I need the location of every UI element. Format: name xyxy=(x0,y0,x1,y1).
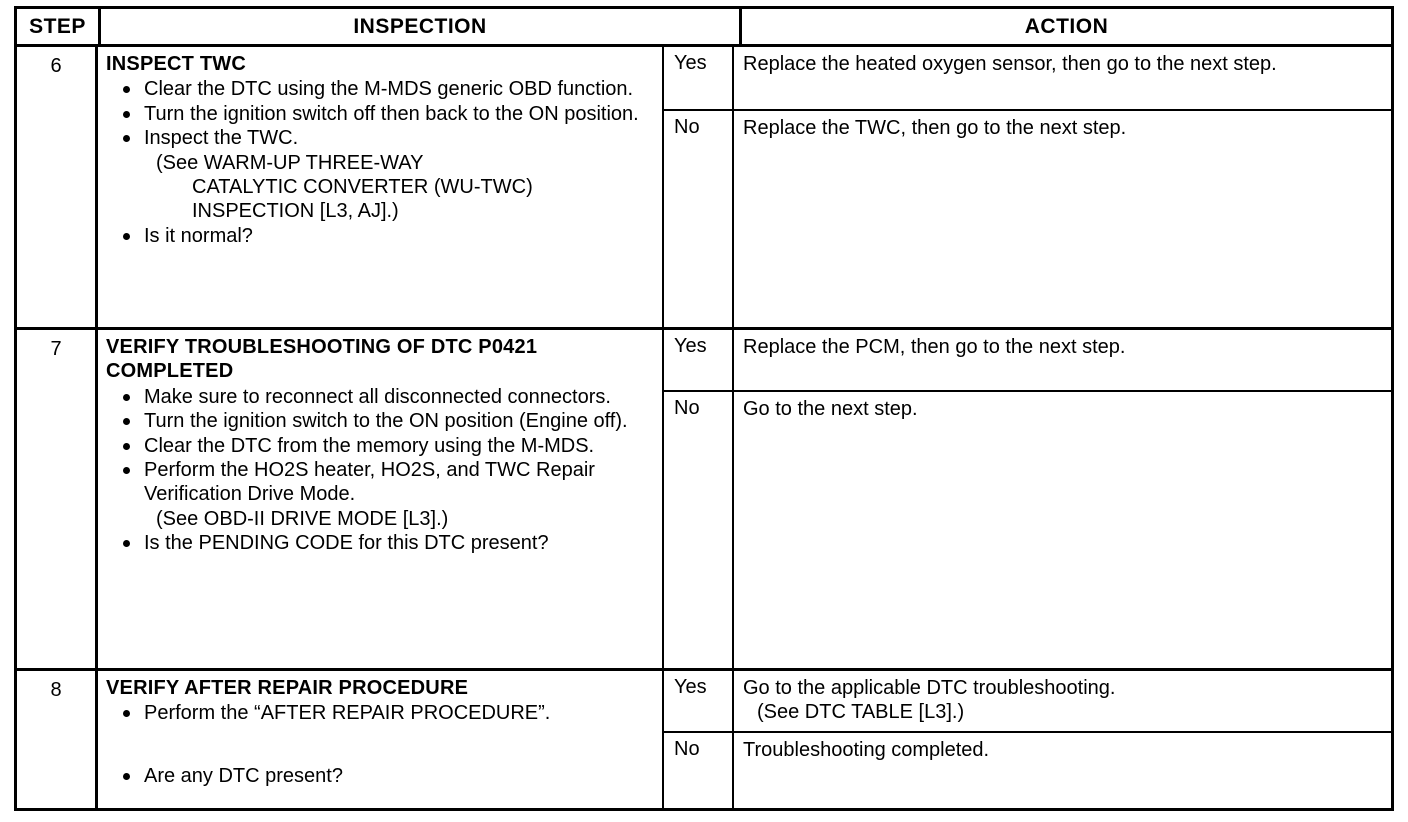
list-item-text: Inspect the TWC. xyxy=(144,127,299,150)
list-item-text: Clear the DTC using the M-MDS generic OB… xyxy=(144,78,634,101)
list-item-reference-line-1: (See OBD-II DRIVE MODE [L3].) xyxy=(156,507,449,530)
list-item-text: Perform the “AFTER REPAIR PROCEDURE”. xyxy=(144,702,551,725)
cell-step-number: 7 xyxy=(17,330,98,668)
list-item: Turn the ignition switch off then back t… xyxy=(106,102,656,126)
inspection-title: VERIFY TROUBLESHOOTING OF DTC P0421 COMP… xyxy=(106,336,538,383)
answer-block-yes: Yes Replace the heated oxygen sensor, th… xyxy=(664,47,1391,111)
list-item-reference-line-2: CATALYTIC CONVERTER (WU-TWC) xyxy=(192,175,533,198)
answer-label: Yes xyxy=(664,671,734,731)
cell-inspection: VERIFY AFTER REPAIR PROCEDURE Perform th… xyxy=(98,671,664,808)
header-label-inspection: INSPECTION xyxy=(353,15,487,38)
list-item-reference-line-1: (See WARM-UP THREE-WAY xyxy=(156,151,424,174)
header-cell-inspection: INSPECTION xyxy=(101,9,742,44)
table-body: 6 INSPECT TWC Clear the DTC using the M-… xyxy=(17,47,1391,808)
list-item: Perform the HO2S heater, HO2S, and TWC R… xyxy=(106,458,656,531)
list-item-text: Turn the ignition switch off then back t… xyxy=(144,102,639,125)
header-cell-action: ACTION xyxy=(742,9,1391,44)
inspection-title: INSPECT TWC xyxy=(106,53,246,75)
table-row: 6 INSPECT TWC Clear the DTC using the M-… xyxy=(17,47,1391,330)
step-number: 8 xyxy=(50,679,62,701)
answer-block-no: No Replace the TWC, then go to the next … xyxy=(664,111,1391,327)
list-item-text: Turn the ignition switch to the ON posit… xyxy=(144,410,628,433)
bullet-icon xyxy=(123,393,130,401)
cell-inspection: INSPECT TWC Clear the DTC using the M-MD… xyxy=(98,47,664,327)
bullet-icon xyxy=(123,442,130,450)
answer-text: Go to the next step. xyxy=(743,398,918,420)
table-row: 8 VERIFY AFTER REPAIR PROCEDURE Perform … xyxy=(17,671,1391,808)
bullet-icon xyxy=(123,86,130,94)
answer-label: Yes xyxy=(664,330,734,390)
list-item-text: Clear the DTC from the memory using the … xyxy=(144,434,595,457)
list-item-text: Is it normal? xyxy=(144,224,253,247)
bullet-icon xyxy=(123,110,130,118)
list-item-reference-line-3: INSPECTION [L3, AJ].) xyxy=(192,200,399,223)
list-item-text: Perform the HO2S heater, HO2S, and TWC R… xyxy=(144,458,595,506)
cell-action: Yes Replace the heated oxygen sensor, th… xyxy=(664,47,1391,327)
answer-text-reference: (See DTC TABLE [L3].) xyxy=(757,701,965,723)
answer-text: Go to the applicable DTC troubleshooting… xyxy=(734,671,1391,731)
list-item: Clear the DTC using the M-MDS generic OB… xyxy=(106,77,656,101)
list-item: Clear the DTC from the memory using the … xyxy=(106,434,656,458)
header-cell-step: STEP xyxy=(17,9,101,44)
answer-label: No xyxy=(664,392,734,668)
bullet-icon xyxy=(123,540,130,548)
inspection-bullet-list: Make sure to reconnect all disconnected … xyxy=(106,385,656,556)
step-number: 7 xyxy=(50,338,62,360)
header-label-step: STEP xyxy=(29,15,86,38)
answer-text: Replace the TWC, then go to the next ste… xyxy=(743,117,1127,139)
bullet-icon xyxy=(123,232,130,240)
list-item-text: Are any DTC present? xyxy=(144,764,343,787)
list-item: Inspect the TWC. (See WARM-UP THREE-WAY … xyxy=(106,126,656,224)
list-item: Is it normal? xyxy=(106,224,656,248)
troubleshooting-table: STEP INSPECTION ACTION 6 INSPECT TWC xyxy=(14,6,1394,811)
list-item-text: Make sure to reconnect all disconnected … xyxy=(144,385,611,408)
cell-action: Yes Go to the applicable DTC troubleshoo… xyxy=(664,671,1391,808)
header-label-action: ACTION xyxy=(1024,15,1109,38)
step-number: 6 xyxy=(50,55,62,77)
answer-label: No xyxy=(664,733,734,808)
answer-block-yes: Yes Replace the PCM, then go to the next… xyxy=(664,330,1391,392)
table-header-row: STEP INSPECTION ACTION xyxy=(17,9,1391,47)
inspection-title: VERIFY AFTER REPAIR PROCEDURE xyxy=(106,677,469,699)
bullet-icon xyxy=(123,418,130,426)
list-item: Are any DTC present? xyxy=(106,764,656,788)
table-row: 7 VERIFY TROUBLESHOOTING OF DTC P0421 CO… xyxy=(17,330,1391,671)
answer-label: No xyxy=(664,111,734,327)
list-item: Make sure to reconnect all disconnected … xyxy=(106,385,656,409)
list-item: Is the PENDING CODE for this DTC present… xyxy=(106,531,656,555)
answer-block-no: No Go to the next step. xyxy=(664,392,1391,668)
list-item-text: Is the PENDING CODE for this DTC present… xyxy=(144,532,549,555)
bullet-icon xyxy=(123,710,130,718)
inspection-bullet-list: Perform the “AFTER REPAIR PROCEDURE”. Ar… xyxy=(106,701,656,788)
answer-text: Troubleshooting completed. xyxy=(743,739,990,761)
answer-block-yes: Yes Go to the applicable DTC troubleshoo… xyxy=(664,671,1391,733)
list-item: Perform the “AFTER REPAIR PROCEDURE”. xyxy=(106,701,656,725)
list-item: Turn the ignition switch to the ON posit… xyxy=(106,409,656,433)
bullet-icon xyxy=(123,135,130,143)
answer-block-no: No Troubleshooting completed. xyxy=(664,733,1391,808)
bullet-icon xyxy=(123,466,130,474)
answer-text-main: Go to the applicable DTC troubleshooting… xyxy=(743,677,1116,699)
cell-action: Yes Replace the PCM, then go to the next… xyxy=(664,330,1391,668)
inspection-bullet-list: Clear the DTC using the M-MDS generic OB… xyxy=(106,77,656,248)
cell-step-number: 8 xyxy=(17,671,98,808)
bullet-icon xyxy=(123,772,130,780)
cell-step-number: 6 xyxy=(17,47,98,327)
answer-label: Yes xyxy=(664,47,734,109)
cell-inspection: VERIFY TROUBLESHOOTING OF DTC P0421 COMP… xyxy=(98,330,664,668)
answer-text: Replace the PCM, then go to the next ste… xyxy=(743,336,1126,358)
answer-text: Replace the heated oxygen sensor, then g… xyxy=(743,53,1277,75)
list-item-spacer xyxy=(106,726,656,764)
